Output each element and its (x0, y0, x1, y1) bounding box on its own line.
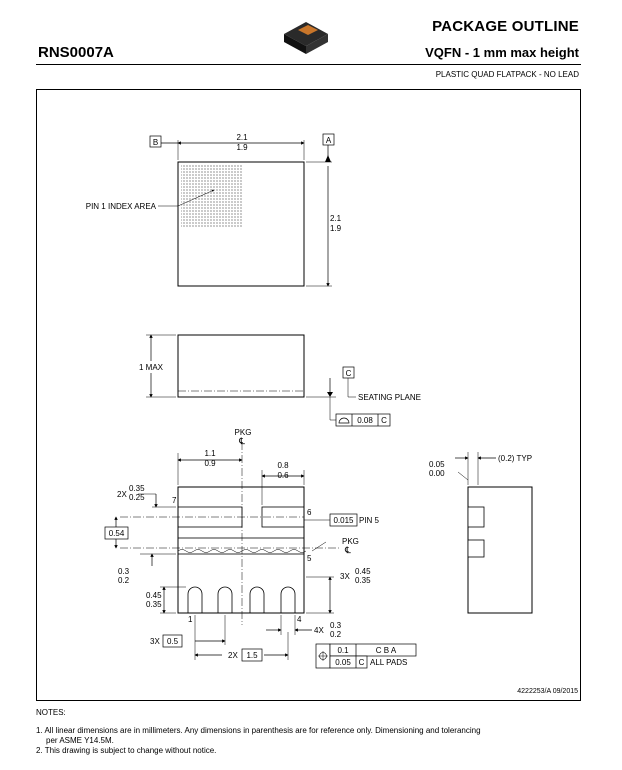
document-id: RNS0007A (38, 44, 114, 61)
dim-0-2-bottom: 0.2 (330, 630, 342, 639)
top-view: B 2.1 1.9 A 2.1 1.9 PIN 1 INDEX AREA (86, 133, 342, 287)
box-054 (104, 526, 129, 540)
dim-0-35-top: 0.35 (129, 484, 145, 493)
fcf-row1-refs: C B A (376, 646, 397, 655)
tol-0015-value: 0.015 (333, 516, 354, 525)
pin-5-label: 5 (307, 554, 312, 563)
pin-6-label: 6 (307, 508, 312, 517)
typ-label: (0.2) TYP (498, 454, 532, 463)
pin1-index-label: PIN 1 INDEX AREA (86, 202, 157, 211)
dim-0-6: 0.6 (277, 471, 289, 480)
seating-plane-label: SEATING PLANE (358, 393, 421, 402)
top-width-max: 2.1 (236, 133, 248, 142)
dim-0-9: 0.9 (204, 459, 216, 468)
dim-0-3-bottom: 0.3 (330, 621, 342, 630)
datum-c-box (342, 366, 355, 379)
fcf-row2-value: 0.05 (335, 658, 351, 667)
pkg-label-right: PKG (342, 537, 359, 546)
pkg-centerline-icon: ℄ (238, 436, 245, 446)
flatness-frame (335, 413, 391, 427)
count-3x-bottom: 3X (150, 637, 160, 646)
pad-4 (280, 586, 296, 613)
bottom-view: PKG ℄ PKG ℄ 1.1 0.9 0.8 0.6 2X 0.35 0.25… (104, 428, 417, 669)
flatness-symbol-icon (338, 417, 350, 424)
package-title: PACKAGE OUTLINE (432, 18, 579, 35)
dim-1-1: 1.1 (204, 449, 216, 458)
top-width-min: 1.9 (236, 143, 248, 152)
box-15 (241, 648, 263, 662)
tol-0015-box (329, 513, 358, 527)
pad-3 (249, 586, 265, 613)
fcf-row2-ref: C (359, 658, 365, 667)
datum-a-label: A (326, 136, 332, 145)
all-pads-label: ALL PADS (370, 658, 407, 667)
datum-b-label: B (153, 138, 158, 147)
dim-0-3-left: 0.3 (118, 567, 130, 576)
count-3x-right: 3X (340, 572, 350, 581)
pkg-label-top: PKG (235, 428, 252, 437)
pad-5 (177, 537, 305, 555)
dim-0-35-left: 0.35 (146, 600, 162, 609)
note-1: 1. All linear dimensions are in millimet… (36, 726, 481, 735)
package-description: PLASTIC QUAD FLATPACK - NO LEAD (435, 70, 579, 79)
dim-0-25-top: 0.25 (129, 493, 145, 502)
note-1-continued: per ASME Y14.5M. (46, 736, 114, 745)
ti-package-logo-icon (278, 16, 334, 61)
pkg-centerline-right-icon: ℄ (344, 545, 351, 555)
dim-0-45-right: 0.45 (355, 567, 371, 576)
dim-0-05: 0.05 (429, 460, 445, 469)
datum-a-box (322, 133, 335, 146)
drawing-code: 4222253/A 09/2015 (517, 688, 578, 695)
datum-c-label: C (346, 369, 352, 378)
side-detail-pad-bottom (467, 539, 485, 558)
pin-1-label: 1 (188, 615, 193, 624)
header-rule (36, 64, 581, 65)
dim-0-8: 0.8 (277, 461, 289, 470)
fcf-row1-value: 0.1 (337, 646, 349, 655)
bottom-view-body (177, 486, 305, 614)
note-2: 2. This drawing is subject to change wit… (36, 746, 217, 755)
package-subtitle: VQFN - 1 mm max height (425, 45, 579, 60)
pin-4-label: 4 (297, 615, 302, 624)
flatness-value: 0.08 (357, 416, 373, 425)
dim-0-45-left: 0.45 (146, 591, 162, 600)
box-054-value: 0.54 (109, 529, 125, 538)
dim-0-00: 0.00 (429, 469, 445, 478)
top-height-min: 1.9 (330, 224, 342, 233)
pad-1 (187, 586, 203, 613)
fcf-row2 (329, 655, 368, 669)
fcf-row1 (329, 643, 417, 657)
count-2x-bottom: 2X (228, 651, 238, 660)
flatness-datum: C (381, 416, 387, 425)
dim-0-2-left: 0.2 (118, 576, 130, 585)
pad-2 (217, 586, 233, 613)
top-view-body (177, 161, 305, 287)
box-05-value: 0.5 (167, 637, 179, 646)
datum-b-box (149, 135, 162, 148)
side-max-height: 1 MAX (139, 363, 164, 372)
count-4x: 4X (314, 626, 324, 635)
box-15-value: 1.5 (246, 651, 258, 660)
top-height-max: 2.1 (330, 214, 342, 223)
drawing-frame (36, 89, 581, 701)
pin1-index-area (181, 165, 242, 227)
side-detail-view: (0.2) TYP 0.05 0.00 (429, 452, 533, 614)
tol-0015-ref: PIN 5 (359, 516, 380, 525)
box-05 (162, 634, 183, 648)
side-view-body (177, 334, 305, 398)
notes-title: NOTES: (36, 708, 66, 717)
side-view: 1 MAX C SEATING PLANE 0.08 C (135, 334, 421, 427)
dim-0-35-right: 0.35 (355, 576, 371, 585)
count-2x-top: 2X (117, 490, 127, 499)
side-detail-pad-top (467, 506, 485, 528)
pin-7-label: 7 (172, 496, 177, 505)
